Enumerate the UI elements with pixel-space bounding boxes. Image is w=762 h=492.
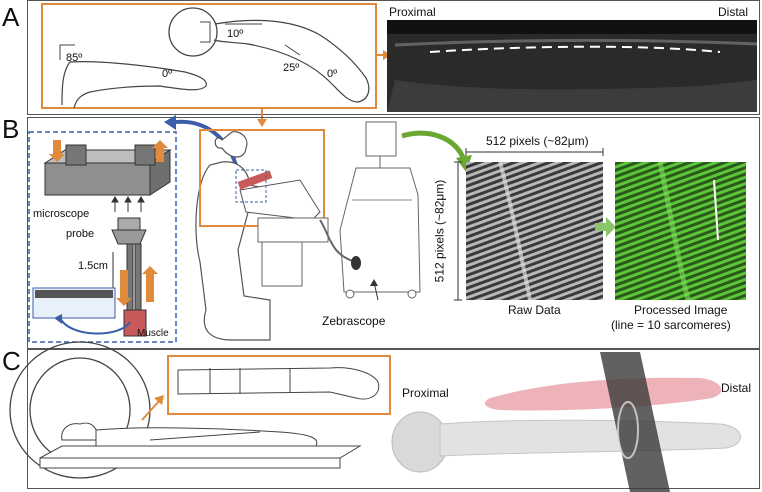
microscope-detail-box <box>28 131 177 343</box>
forearm-mri-box <box>167 355 391 415</box>
muscle-render <box>484 377 722 411</box>
probe-label: probe <box>66 228 95 240</box>
forearm-sketch-left <box>61 61 207 109</box>
microscope-body <box>44 162 151 196</box>
panel-letter-b: B <box>2 114 20 144</box>
sarcomere-line <box>713 179 719 241</box>
mri-proximal-label: Proximal <box>402 386 449 400</box>
ultrasound-proximal-label: Proximal <box>389 5 436 19</box>
panel-letter-c: C <box>2 346 21 376</box>
processed-image-caption: Processed Image <box>634 303 728 317</box>
angle-label-10: 10º <box>227 28 244 40</box>
angle-label-85: 85º <box>66 52 83 64</box>
zebrascope-label: Zebrascope <box>322 314 386 328</box>
ultrasound-distal-label: Distal <box>718 5 749 19</box>
panel-c <box>27 349 760 489</box>
depth-label: 1.5cm <box>78 260 108 272</box>
arm-sketch-right <box>213 19 370 103</box>
imaging-slice-plane <box>600 352 670 492</box>
muscle-sample <box>123 309 147 337</box>
angle-label-0-left: 0º <box>162 68 173 80</box>
panel-b <box>27 117 760 349</box>
bone-shaft-render <box>439 419 741 457</box>
mri-table <box>39 457 341 469</box>
processed-image-note: (line = 10 sarcomeres) <box>611 318 731 332</box>
head-sketch <box>168 7 218 57</box>
panel-letter-a: A <box>2 2 20 32</box>
angle-label-25: 25º <box>283 62 300 74</box>
raw-data-image <box>466 162 603 300</box>
muscle-label: Muscle <box>137 328 169 339</box>
mri-distal-label: Distal <box>721 381 752 395</box>
raw-data-caption: Raw Data <box>508 303 561 317</box>
lying-subject-sketch <box>95 427 318 447</box>
angle-label-0-right: 0º <box>327 68 338 80</box>
ultrasound-dashed-line <box>429 45 721 53</box>
microscope-label: microscope <box>33 208 90 220</box>
scale-top-label: 512 pixels (~82μm) <box>486 134 589 148</box>
